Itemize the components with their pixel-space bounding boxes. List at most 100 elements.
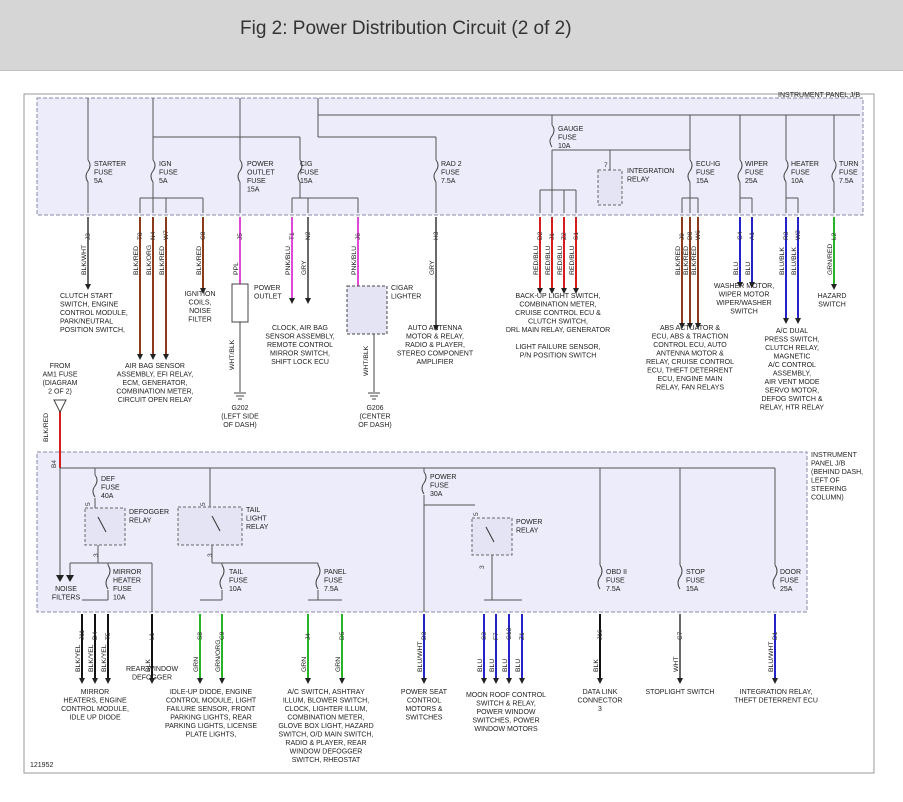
abs-destination: ABS ACTUATOR &: [660, 325, 720, 332]
noise-filter-arrows: [56, 575, 74, 582]
ac-dual-destination: SERVO MOTOR,: [765, 388, 819, 395]
cig-fuse-label: CIG: [300, 161, 312, 168]
top-pin-label: A1: [749, 232, 756, 240]
gauge-fuse-label: GAUGE: [558, 126, 584, 133]
bottom-panel-text: LEFT OF: [811, 478, 840, 485]
top-wires: J3BLK/WHTT8BLK/REDN4BLK/ORGW7BLK/REDC8BL…: [81, 217, 838, 360]
ac-switch-destination: SWITCH, O/D MAIN SWITCH,: [279, 732, 374, 739]
wire-arrow: [92, 678, 98, 684]
g202-label: (LEFT SIDE: [221, 414, 259, 421]
obd-fuse-label: 7.5A: [606, 586, 621, 593]
ac-dual-destination: A/C CONTROL: [768, 362, 816, 369]
bottom-pin-label: G13: [506, 627, 513, 640]
figure-number: 121952: [30, 762, 53, 769]
bottom-bus-wires: [59, 467, 776, 612]
wire-arrow: [79, 678, 85, 684]
wire-arrow: [597, 678, 603, 684]
bottom-pin-label: C9: [219, 631, 226, 640]
heater-fuse-label: FUSE: [791, 170, 810, 177]
rear-window-destination: REAR WINDOW: [126, 666, 179, 673]
ground-symbols: [234, 392, 380, 400]
top-pin-label: D8: [687, 231, 694, 240]
clutch-destination: POSITION SWITCH,: [60, 327, 125, 334]
bottom-pin-label: F7: [493, 632, 500, 640]
wire-arrow: [687, 323, 693, 329]
am1-arrow: [53, 399, 67, 414]
diagram-frame: [23, 93, 875, 774]
power-fuse-label: POWER: [430, 474, 456, 481]
wire-arrow: [493, 678, 499, 684]
wiper-fuse-label: WIPER: [745, 161, 768, 168]
wire-arrow: [421, 678, 427, 684]
moon-roof-destination: POWER WINDOW: [476, 709, 535, 716]
wire-arrow: [433, 325, 439, 331]
panel-fuse-label: PANEL: [324, 569, 347, 576]
airbag-destination: ECM, GENERATOR,: [122, 380, 187, 387]
top-pin-label: N2: [305, 231, 312, 240]
bottom-pin-label: D1: [772, 631, 779, 640]
abs-destination: RELAY, FAN RELAYS: [656, 385, 724, 392]
bottom-wire-color-label: BLU/WHT: [417, 641, 424, 672]
top-wire-color-label: BLK/RED: [196, 246, 203, 275]
cig-fuse-label: FUSE: [300, 170, 319, 177]
ecu-ig-fuse-label: ECU-IG: [696, 161, 721, 168]
clutch-destination: SWITCH, ENGINE: [60, 302, 119, 309]
stop-fuse-label: 15A: [686, 586, 699, 593]
g206-label: G206: [366, 405, 383, 412]
ac-switch-destination: ILLUM, BLOWER SWITCH,: [283, 698, 369, 705]
defogger-relay-label: DEFOGGER: [129, 509, 169, 516]
turn-fuse-label: TURN: [839, 161, 858, 168]
bottom-labels: DEFFUSE40ADEFOGGERRELAYTAILLIGHTRELAYPOW…: [52, 474, 801, 602]
top-bus-wires: [87, 98, 860, 213]
moon-roof-destination: SWITCH & RELAY,: [476, 701, 536, 708]
power-outlet-symbol: [231, 283, 249, 323]
stop-fuse-label: STOP: [686, 569, 705, 576]
figure-header: Fig 2: Power Distribution Circuit (2 of …: [0, 0, 903, 71]
wire-arrow: [137, 354, 143, 360]
starter-fuse-label: STARTER: [94, 161, 126, 168]
top-pin-label: C8: [200, 231, 207, 240]
top-wire-color-label: PNK/BLU: [285, 246, 292, 275]
tail-relay-label: TAIL: [246, 507, 260, 514]
washer-destination: WIPER/WASHER: [716, 300, 771, 307]
antenna-destination: RADIO & PLAYER,: [405, 342, 465, 349]
hazard-destination: HAZARD: [818, 293, 847, 300]
g202-label: OF DASH): [223, 422, 256, 429]
bottom-pin-label: J16: [597, 629, 604, 640]
power-outlet-fuse-label: FUSE: [247, 178, 266, 185]
bottom-panel-text: INSTRUMENT: [811, 452, 858, 459]
top-junction-box: [36, 97, 864, 216]
wire-arrow: [200, 288, 206, 294]
panel-fuse-label: FUSE: [324, 578, 343, 585]
bottom-panel-text: (BEHIND DASH,: [811, 469, 863, 476]
integration-destination: THEFT DETERRENT ECU: [734, 698, 818, 705]
data-link-destination: DATA LINK: [583, 689, 618, 696]
bottom-wire-color-label: BLU/WHT: [768, 641, 775, 672]
top-pin-label: J3: [85, 233, 92, 240]
door-fuse-label: FUSE: [780, 578, 799, 585]
def-fuse-label: FUSE: [101, 485, 120, 492]
obd-fuse-label: OBD II: [606, 569, 627, 576]
wire-arrow: [537, 288, 543, 294]
backup-destination: P/N POSITION SWITCH: [520, 353, 597, 360]
integration-relay-label: INTEGRATION: [627, 168, 674, 175]
door-fuse-label: 25A: [780, 586, 793, 593]
top-wire-color-label: RED/BLU: [533, 245, 540, 275]
top-wire-color-label: BLK/RED: [683, 246, 690, 275]
top-wire-color-label: BLK/RED: [675, 246, 682, 275]
defogger-relay-label: RELAY: [129, 518, 152, 525]
top-fuse-symbols: [85, 124, 837, 183]
abs-destination: ANTENNA MOTOR &: [656, 351, 724, 358]
bottom-pin-label: D4: [92, 631, 99, 640]
wire-arrow: [749, 282, 755, 288]
washer-destination: WIPER MOTOR: [719, 292, 770, 299]
mirror-fuse-label: HEATER: [113, 578, 141, 585]
wire-arrow: [677, 678, 683, 684]
clutch-destination: PARK/NEUTRAL: [60, 319, 113, 326]
power-seat-destination: SWITCHES: [406, 715, 443, 722]
cigar-lighter-symbol: [346, 285, 388, 335]
bottom-wire-color-label: BLK: [593, 659, 600, 672]
abs-destination: ECU, ENGINE MAIN: [658, 376, 723, 383]
